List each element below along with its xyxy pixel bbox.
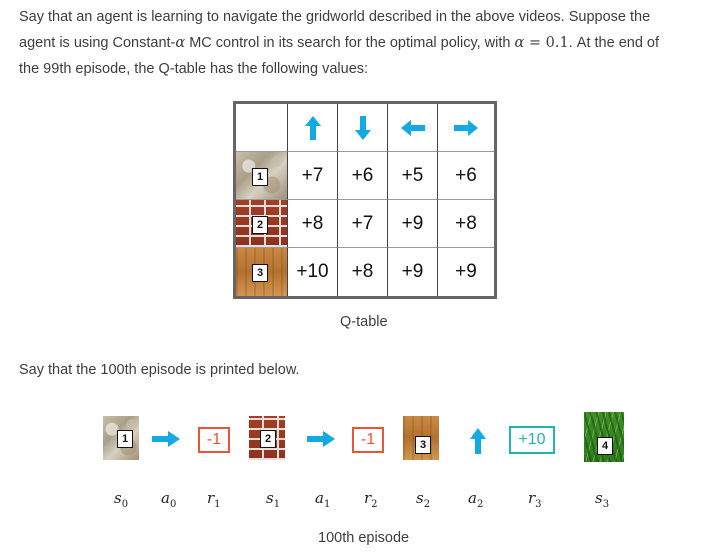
intro-line-3: the 99th episode, the Q-table has the fo…: [19, 61, 369, 77]
alpha-symbol: α: [175, 35, 186, 51]
intro-line-2: agent is using Constant-α MC control in …: [19, 30, 699, 56]
symbol-a0: a0: [161, 489, 177, 510]
reward-box: -1: [352, 427, 384, 453]
q-row-1-state: 1: [236, 152, 288, 200]
alpha-eq-lhs: α: [514, 35, 525, 51]
arrow-down-icon: [354, 115, 371, 140]
q-value: +5: [388, 152, 438, 200]
episode-state-1-image: 2: [249, 416, 285, 460]
state-badge: 3: [415, 436, 431, 454]
q-header-up: [288, 104, 338, 152]
reward-box: -1: [198, 427, 230, 453]
symbol-s1: s1: [266, 489, 281, 510]
q-value: +6: [338, 152, 388, 200]
symbol-a1: a1: [315, 489, 331, 510]
symbol-r2: r2: [364, 489, 378, 510]
q-value: +6: [438, 152, 494, 200]
symbol-r3: r3: [528, 489, 542, 510]
state-1-image: 1: [236, 152, 287, 199]
q-header-left: [388, 104, 438, 152]
q-header-right: [438, 104, 494, 152]
q-value: +8: [438, 200, 494, 248]
symbol-a2: a2: [468, 489, 484, 510]
state-badge: 3: [252, 264, 268, 282]
symbol-s0: s0: [114, 489, 129, 510]
alpha-eq-operator: =: [524, 35, 546, 51]
intro-line-2-text-a: agent is using Constant-: [19, 35, 176, 51]
intro-line-1: Say that an agent is learning to navigat…: [19, 9, 651, 25]
state-3-image: 3: [236, 248, 287, 296]
state-2-image: 2: [236, 200, 287, 247]
q-value: +9: [388, 248, 438, 296]
episode-intro: Say that the 100th episode is printed be…: [19, 362, 300, 378]
q-value: +9: [388, 200, 438, 248]
arrow-up-icon: [470, 428, 486, 454]
q-value: +7: [288, 152, 338, 200]
arrow-up-icon: [304, 115, 321, 140]
q-table-corner: [236, 104, 288, 152]
episode-state-0-image: 1: [103, 416, 139, 460]
episode-state-2-image: 3: [403, 416, 439, 460]
reward-box: +10: [509, 426, 555, 454]
q-row-2-state: 2: [236, 200, 288, 248]
q-value: +8: [288, 200, 338, 248]
state-badge: 2: [260, 430, 276, 448]
arrow-right-icon: [454, 119, 478, 136]
state-badge: 1: [117, 430, 133, 448]
arrow-right-icon: [307, 431, 335, 447]
alpha-value: 0.1: [545, 35, 569, 51]
symbol-s3: s3: [595, 489, 610, 510]
symbol-r1: r1: [207, 489, 221, 510]
state-badge: 2: [252, 216, 268, 234]
q-table-caption: Q-table: [340, 314, 388, 330]
q-header-down: [338, 104, 388, 152]
q-value: +10: [288, 248, 338, 296]
q-value: +7: [338, 200, 388, 248]
q-table: 1 +7 +6 +5 +6 2 +8 +7 +9 +8 3 +10 +8 +9 …: [233, 101, 497, 299]
intro-paragraph: Say that an agent is learning to navigat…: [19, 4, 699, 82]
episode-caption: 100th episode: [318, 530, 410, 546]
episode-state-3-image: 4: [584, 412, 624, 462]
q-row-3-state: 3: [236, 248, 288, 296]
symbol-s2: s2: [416, 489, 431, 510]
arrow-left-icon: [400, 119, 425, 136]
q-value: +9: [455, 261, 477, 282]
state-badge: 1: [252, 168, 268, 186]
intro-line-2-text-c: . At the end of: [568, 35, 660, 51]
intro-line-2-text-b: MC control in its search for the optimal…: [185, 35, 515, 51]
q-value: +8: [338, 248, 388, 296]
arrow-right-icon: [152, 431, 180, 447]
state-badge: 4: [597, 437, 613, 455]
